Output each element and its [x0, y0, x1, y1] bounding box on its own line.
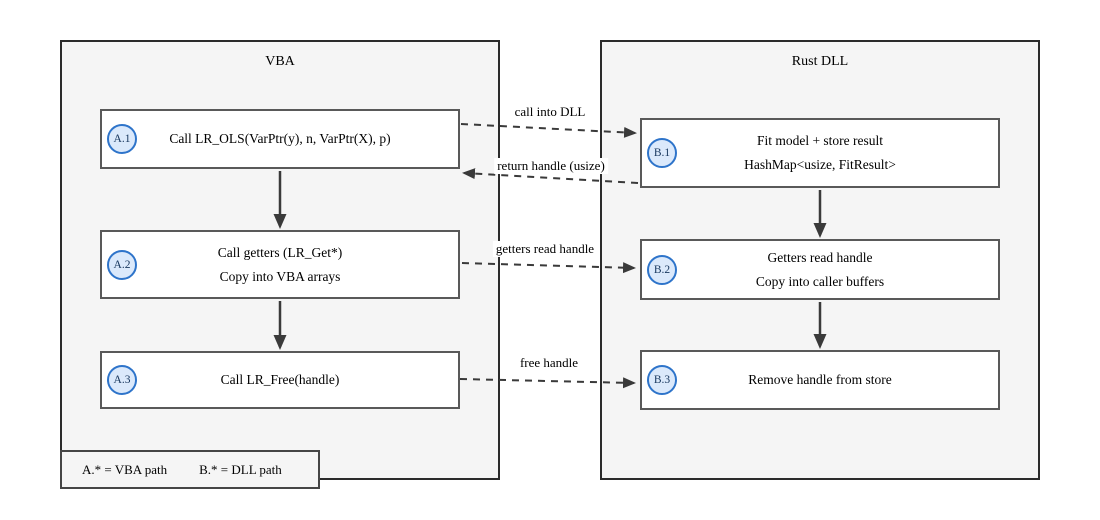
- legend-item-dll-path: B.* = DLL path: [199, 461, 282, 477]
- node-a2-line2: Copy into VBA arrays: [219, 268, 341, 284]
- node-a3-line1: Call LR_Free(handle): [220, 372, 340, 387]
- edge-label-return-handle: return handle (usize): [494, 158, 608, 174]
- edge-label-getters-read-handle: getters read handle: [492, 241, 598, 257]
- node-b2-text: Getters read handle Copy into caller buf…: [756, 246, 884, 294]
- legend: A.* = VBA path B.* = DLL path: [60, 450, 320, 489]
- edge-label-free-handle: free handle: [516, 355, 582, 371]
- node-b2-line2: Copy into caller buffers: [755, 273, 885, 289]
- node-a2-text: Call getters (LR_Get*) Copy into VBA arr…: [218, 241, 342, 289]
- node-b1-badge: B.1: [647, 138, 677, 168]
- node-b1: B.1 Fit model + store result HashMap<usi…: [640, 118, 1000, 188]
- node-a3: A.3 Call LR_Free(handle): [100, 351, 460, 409]
- node-a2-badge: A.2: [107, 249, 137, 280]
- node-a3-text: Call LR_Free(handle): [221, 368, 340, 392]
- node-b1-line2: HashMap<usize, FitResult>: [744, 157, 896, 172]
- node-a3-badge: A.3: [107, 365, 137, 395]
- container-vba-title: VBA: [265, 54, 295, 69]
- edge-label-call-into-dll: call into DLL: [511, 104, 589, 120]
- node-a1-text: Call LR_OLS(VarPtr(y), n, VarPtr(X), p): [169, 127, 390, 151]
- node-b1-line1: Fit model + store result: [756, 133, 884, 148]
- container-rust-dll-title: Rust DLL: [791, 54, 849, 69]
- node-a2-line1: Call getters (LR_Get*): [217, 244, 343, 260]
- node-b2: B.2 Getters read handle Copy into caller…: [640, 239, 1000, 300]
- node-b3-text: Remove handle from store: [748, 368, 892, 392]
- legend-item-vba-path: A.* = VBA path: [82, 461, 168, 477]
- node-b3-badge: B.3: [647, 365, 677, 395]
- node-b3: B.3 Remove handle from store: [640, 350, 1000, 410]
- node-b3-line1: Remove handle from store: [748, 372, 892, 387]
- node-a2: A.2 Call getters (LR_Get*) Copy into VBA…: [100, 230, 460, 299]
- node-b2-badge: B.2: [647, 254, 677, 285]
- node-b2-line1: Getters read handle: [767, 249, 873, 265]
- node-a1-line1: Call LR_OLS(VarPtr(y), n, VarPtr(X), p): [169, 131, 391, 146]
- node-a1-badge: A.1: [107, 124, 137, 154]
- node-b1-text: Fit model + store result HashMap<usize, …: [744, 129, 896, 177]
- node-a1: A.1 Call LR_OLS(VarPtr(y), n, VarPtr(X),…: [100, 109, 460, 169]
